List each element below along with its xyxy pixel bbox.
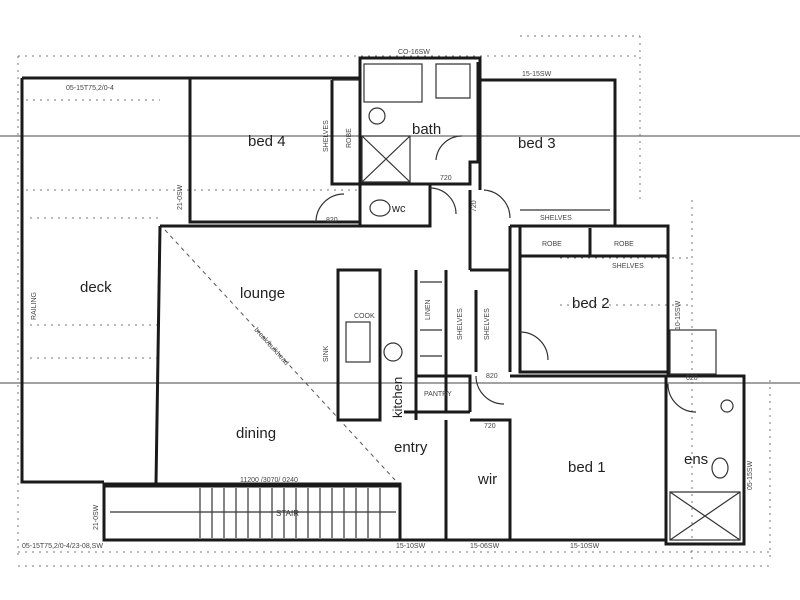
room-entry: entry [394,439,428,456]
door-swing-ens [667,383,697,413]
door-swing-bath [435,135,463,161]
door-620-ens: 620 [686,375,698,382]
dim-left-v: 21-0SW [177,184,184,210]
room-kitchen: kitchen [390,377,405,418]
label-shelves-bed3: SHELVES [540,215,572,222]
label-linen: LINEN [425,299,432,320]
bath-shower [361,135,411,183]
door-swing-bed2 [519,331,549,361]
label-bulkhead: break/bulkhead [253,327,290,367]
bed2-walls [518,226,668,374]
dim-stair: 11200 /3070/ 0240 [240,477,298,484]
door-swing-wc [429,187,457,215]
room-bed-1: bed 1 [568,459,606,476]
bed4-walls [188,78,362,224]
label-robe-bed4: ROBE [346,128,353,148]
label-shelves-entry: SHELVES [484,308,491,340]
outer-wall [20,56,746,546]
boundary-right [639,36,771,560]
label-stair: STAIR [276,509,299,518]
hall-walls [428,184,512,372]
dim-top-right: 15-15SW [522,71,552,78]
label-shelves-bed4: SHELVES [323,120,330,152]
door-720-bath: 720 [440,175,452,182]
bed1-walls [510,374,668,540]
label-robe-bed2a: ROBE [542,241,562,248]
room-lounge: lounge [240,285,285,302]
ens-toilet [711,457,729,479]
dim-left-top: 05-15T75,2/0-4 [66,85,114,92]
room-bath: bath [412,121,441,138]
door-820-bed2: 820 [486,373,498,380]
room-wc: wc [391,203,406,215]
stair-outline [102,484,402,542]
kitchen-shelves [420,281,442,357]
dim-left-v2: 21-0SW [93,504,100,530]
dim-ens-right: 05-15SW [747,460,754,490]
room-bed-3: bed 3 [518,135,556,152]
bath-walls [358,62,480,186]
dim-top: CO-16SW [398,49,430,56]
door-720-wc: 720 [471,200,478,212]
ens-vanity [669,329,717,375]
kitchen-island [336,268,382,422]
lounge-walls [154,224,360,485]
bed3-walls [478,80,615,228]
door-720-entry: 720 [484,423,496,430]
dim-bottom-right: 15-10SW [570,543,600,550]
room-bed-4: bed 4 [248,133,286,150]
door-820-wc: 820 [326,217,338,224]
boundary-bottom [18,551,770,567]
door-swing-kitchen [475,375,505,405]
room-ens: ens [684,451,708,468]
label-railing: RAILING [31,292,38,320]
label-robe-bed2b: ROBE [614,241,634,248]
deck-dotted-grid [26,99,690,359]
bath-vanity [435,63,471,99]
label-shelves-kitchen: SHELVES [457,308,464,340]
entry-walls [404,410,512,540]
kitchen-sink [383,342,403,362]
bath-basin [368,107,386,125]
room-bed-2: bed 2 [572,295,610,312]
room-wir: wir [477,471,497,488]
kitchen-cooktop [345,321,371,363]
door-swing-bed4 [315,193,345,223]
dim-bottom-left: 05-15T75,2/0-4/23-08,SW [22,543,103,550]
ens-basin [720,399,734,413]
dim-bottom-mid1: 15-10SW [396,543,426,550]
wc-toilet [369,199,391,217]
dim-bed3-right: 10-15SW [675,300,682,330]
label-cook: COOK [354,313,375,320]
boundary-top [18,35,640,57]
ens-shower [669,491,741,541]
stair-treads [199,488,381,538]
label-sink: SINK [323,345,330,362]
room-dining: dining [236,425,276,442]
door-swing-bed3 [483,189,511,219]
dim-bottom-mid2: 15-06SW [470,543,500,550]
room-deck: deck [80,279,112,296]
label-shelves-bed2: SHELVES [612,263,644,270]
label-pantry: PANTRY [424,391,452,398]
bath-tub [363,63,423,103]
bulkhead-line [164,229,396,481]
